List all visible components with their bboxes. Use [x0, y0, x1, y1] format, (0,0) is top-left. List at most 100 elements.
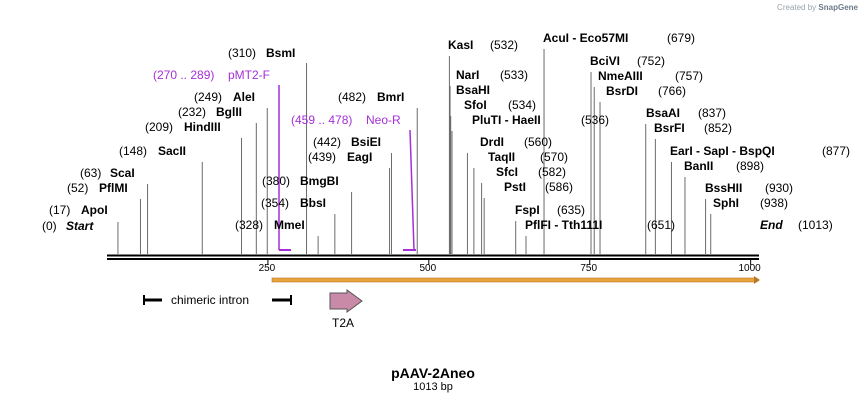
- primer-label: (459 .. 478)Neo-R: [291, 113, 401, 127]
- enzyme-site-label: NarI(533): [456, 68, 528, 82]
- site-name: BmrI: [377, 90, 405, 104]
- site-position: (249): [194, 90, 223, 104]
- site-position: (651): [647, 218, 676, 232]
- site-position: (752): [637, 54, 666, 68]
- site-name: BsrFI: [654, 121, 685, 135]
- scale-tick-label: 500: [419, 263, 436, 274]
- site-name: DrdI: [480, 135, 504, 149]
- site-name: TaqII: [488, 150, 516, 164]
- site-name: BsaAI: [646, 106, 681, 120]
- enzyme-site-label: (63) ScaI: [80, 166, 135, 180]
- site-position: (536): [581, 113, 610, 127]
- site-position: (679): [667, 31, 696, 45]
- site-name: End: [760, 218, 783, 232]
- enzyme-site-label: (328)MmeI: [235, 218, 305, 232]
- site-position: (532): [490, 38, 519, 52]
- site-position: (148): [119, 144, 148, 158]
- enzyme-site-label: (232) BglII: [178, 105, 242, 119]
- enzyme-site-label: FspI(635): [515, 203, 585, 217]
- site-position: (938): [760, 196, 789, 210]
- enzyme-site-label: (482) BmrI: [338, 90, 405, 104]
- enzyme-site-label: (17) ApoI: [49, 203, 108, 217]
- enzyme-site-label: (380)BmgBI: [262, 174, 339, 188]
- scale-tick-label: 250: [259, 263, 276, 274]
- site-position: (63): [80, 166, 102, 180]
- site-name: SfoI: [464, 98, 487, 112]
- site-name: SacII: [158, 144, 187, 158]
- enzyme-site-label: BsaHI: [456, 83, 490, 97]
- site-position: (533): [500, 68, 529, 82]
- site-name: BanII: [684, 159, 714, 173]
- site-name: EarI - SapI - BspQI: [670, 144, 775, 158]
- site-position: (354): [261, 196, 290, 210]
- enzyme-site-label: BanII (898): [684, 159, 764, 173]
- site-name: ApoI: [81, 203, 108, 217]
- site-position: (877): [822, 144, 851, 158]
- site-name: AleI: [233, 90, 256, 104]
- credit-prefix: Created by: [777, 3, 817, 12]
- site-position: (442): [313, 135, 342, 149]
- site-name: pMT2-F: [228, 68, 270, 82]
- site-name: FspI: [515, 203, 540, 217]
- enzyme-site-label: PstI (586): [504, 180, 573, 194]
- enzyme-site-label: (52) PflMI: [67, 181, 128, 195]
- site-position: (757): [675, 69, 704, 83]
- enzyme-site-label: AcuI - Eco57MI (679): [543, 31, 695, 45]
- enzyme-site-label: DrdI(560): [480, 135, 552, 149]
- site-name: PflMI: [99, 181, 128, 195]
- enzyme-site-label: BsaAI (837): [646, 106, 726, 120]
- site-position: (534): [508, 98, 537, 112]
- enzyme-site-label: (209) HindIII: [145, 120, 221, 134]
- site-name: Neo-R: [366, 113, 401, 127]
- feature-label-chimeric-intron: chimeric intron: [171, 293, 250, 307]
- site-position: (232): [178, 105, 207, 119]
- site-name: KasI: [448, 38, 474, 52]
- site-position: (1013): [798, 218, 833, 232]
- site-position: (898): [736, 159, 765, 173]
- site-name: SfcI: [496, 165, 519, 179]
- enzyme-site-label: (310) BsmI: [228, 46, 296, 60]
- orf-arrowhead: [754, 276, 760, 284]
- site-position: (482): [338, 90, 367, 104]
- enzyme-site-label: BssHII(930): [705, 181, 793, 195]
- site-name: AcuI - Eco57MI: [543, 31, 629, 45]
- site-position: (766): [658, 84, 687, 98]
- site-name: BglII: [216, 105, 242, 119]
- site-name: SphI: [713, 196, 739, 210]
- end-label: End (1013): [760, 218, 833, 232]
- site-name: PluTI - HaeII: [472, 113, 541, 127]
- enzyme-site-label: PluTI - HaeII (536): [472, 113, 609, 127]
- site-name: HindIII: [184, 120, 221, 134]
- site-name: PflFI - Tth111I: [525, 218, 603, 232]
- site-name: PstI: [504, 180, 527, 194]
- site-position: (582): [538, 165, 567, 179]
- site-name: BbsI: [300, 196, 327, 210]
- site-position: (52): [67, 181, 89, 195]
- enzyme-site-label: (249) AleI: [194, 90, 256, 104]
- enzyme-site-label: EarI - SapI - BspQI (877): [670, 144, 850, 158]
- scale-tick-label: 750: [580, 263, 597, 274]
- enzyme-site-label: SfoI (534): [464, 98, 536, 112]
- site-name: BsmI: [266, 46, 296, 60]
- enzyme-site-label: SphI (938): [713, 196, 788, 210]
- orf-bar: [271, 277, 757, 283]
- site-position: (209): [145, 120, 174, 134]
- site-name: MmeI: [274, 218, 305, 232]
- site-name: BciVI: [590, 54, 621, 68]
- site-name: Start: [66, 219, 94, 233]
- snapgene-logo: SnapGene: [818, 3, 858, 12]
- enzyme-site-label: PflFI - Tth111I (651): [525, 218, 675, 232]
- feature-label-t2a: T2A: [332, 316, 355, 330]
- site-position: (310): [228, 46, 257, 60]
- site-position: (586): [545, 180, 574, 194]
- t2a-arrow: [329, 289, 363, 313]
- enzyme-site-label: BsrFI (852): [654, 121, 732, 135]
- site-position: (837): [698, 106, 727, 120]
- site-position: (439): [308, 150, 337, 164]
- site-position: (17): [49, 203, 71, 217]
- enzyme-site-label: (439)EagI: [308, 150, 372, 164]
- site-position: (852): [704, 121, 733, 135]
- site-position: (380): [262, 174, 291, 188]
- site-name: ScaI: [110, 166, 135, 180]
- plasmid-length: 1013 bp: [413, 381, 453, 393]
